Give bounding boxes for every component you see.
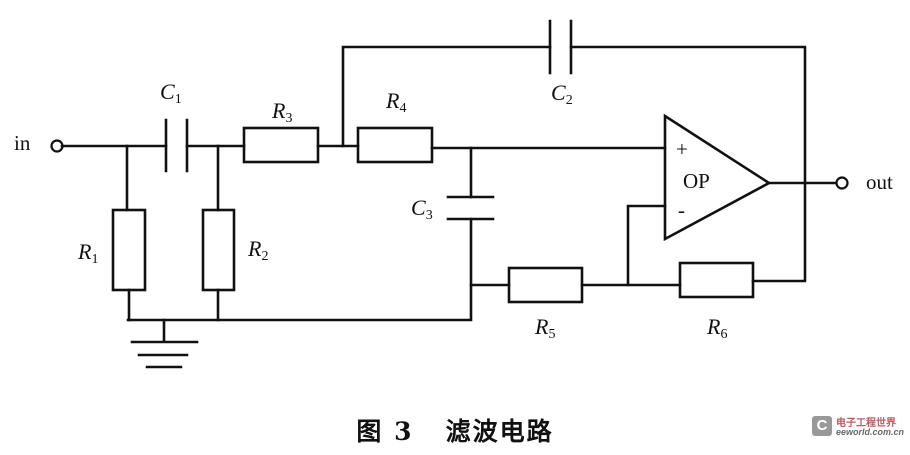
r4-label: R4 xyxy=(385,88,406,116)
opamp-label: OP xyxy=(683,169,710,193)
opamp-minus-sign: - xyxy=(678,198,685,222)
resistor-r2 xyxy=(201,208,236,292)
watermark-logo: C 电子工程世界 eeworld.com.cn xyxy=(812,414,904,448)
c1-label: C1 xyxy=(160,79,182,107)
capacitor-c1 xyxy=(164,118,189,173)
r3-label: R3 xyxy=(271,98,292,126)
resistor-r1 xyxy=(111,208,147,292)
r6-label: R6 xyxy=(706,314,727,342)
capacitor-c3 xyxy=(446,195,495,221)
output-terminal-label: out xyxy=(866,170,893,194)
c2-label: C2 xyxy=(551,80,573,108)
r1-label: R1 xyxy=(77,239,98,267)
ground-symbol xyxy=(130,318,199,369)
watermark-site: eeworld.com.cn xyxy=(836,427,905,437)
c3-label: C3 xyxy=(411,195,433,223)
resistor-r4 xyxy=(356,126,434,164)
capacitor-c2 xyxy=(548,19,573,75)
eeworld-logo-icon: C xyxy=(812,416,832,436)
watermark-name: 电子工程世界 xyxy=(836,418,896,429)
op-amp: + - OP xyxy=(663,113,772,242)
output-terminal xyxy=(835,176,849,190)
resistor-r3 xyxy=(242,126,320,164)
wires xyxy=(60,45,839,322)
opamp-plus-sign: + xyxy=(676,137,688,161)
figure-caption: 图 3 滤波电路 xyxy=(356,417,553,446)
resistor-r6 xyxy=(678,261,755,299)
r2-label: R2 xyxy=(247,236,268,264)
input-terminal-label: in xyxy=(14,131,31,155)
resistor-r5 xyxy=(507,266,584,304)
r5-label: R5 xyxy=(534,314,555,342)
